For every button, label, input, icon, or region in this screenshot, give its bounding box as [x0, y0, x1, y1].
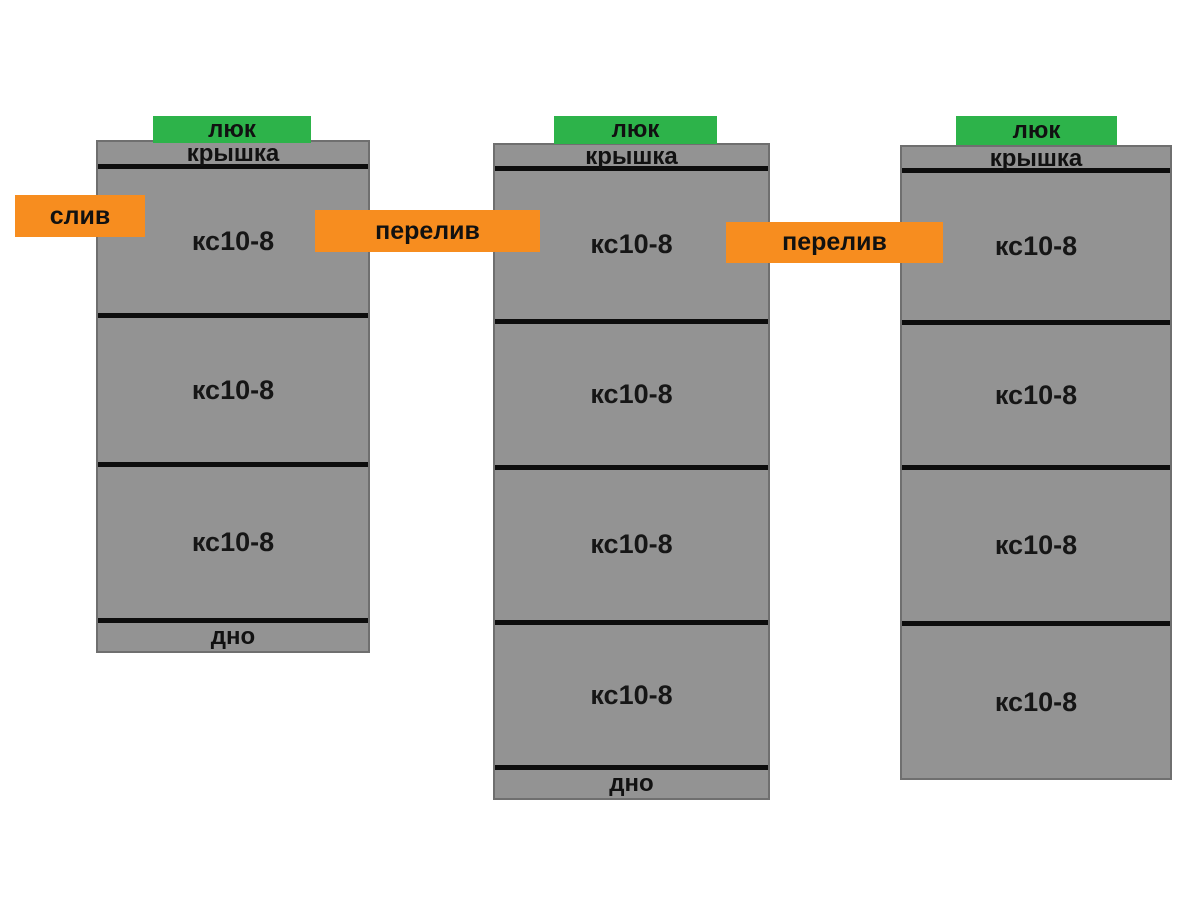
ring-section: кс10-8	[495, 318, 768, 465]
ring-section: кс10-8	[191, 225, 275, 256]
ring-section: кс10-8	[902, 621, 1170, 778]
drain-pipe-label: слив	[15, 195, 145, 237]
cover-label-2: крышка	[495, 145, 768, 171]
well-column-3: крышка кс10-8 кс10-8 кс10-8 кс10-8	[900, 145, 1172, 780]
overflow-pipe-label-2: перелив	[726, 222, 943, 263]
cover-label-1: крышка	[98, 142, 368, 169]
hatch-label-1: люк	[153, 116, 311, 143]
ring-section: кс10-8	[98, 313, 368, 462]
ring-section: кс10-8	[98, 462, 368, 618]
bottom-label-2: дно	[495, 765, 768, 798]
ring-section: кс10-8	[590, 229, 673, 260]
hatch-label-3: люк	[956, 116, 1117, 145]
ring-section: кс10-8	[902, 465, 1170, 621]
ring-section: кс10-8	[495, 620, 768, 765]
cover-label-3: крышка	[902, 147, 1170, 173]
ring-section: кс10-8	[495, 464, 768, 621]
hatch-label-2: люк	[554, 116, 717, 144]
ring-section: кс10-8	[902, 320, 1170, 465]
bottom-label-1: дно	[98, 618, 368, 651]
ring-section: кс10-8	[994, 231, 1078, 261]
overflow-pipe-label-1: перелив	[315, 210, 540, 252]
well-column-2: крышка кс10-8 кс10-8 кс10-8 кс10-8 дно	[493, 143, 770, 800]
